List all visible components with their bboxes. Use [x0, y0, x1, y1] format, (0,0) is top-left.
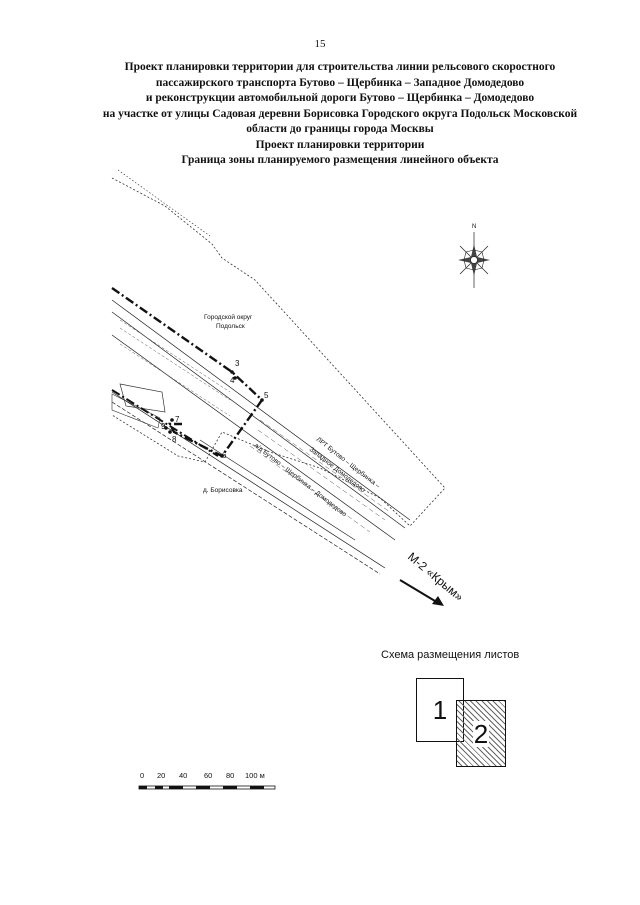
scale-label: 100 м	[245, 771, 265, 780]
compass-north-label: N	[472, 224, 476, 230]
planning-area-boundary	[111, 177, 446, 527]
point-6	[220, 454, 224, 458]
point-label-6: 6	[222, 451, 227, 460]
sheet-2-box: 2	[456, 700, 506, 767]
point-9	[164, 426, 168, 430]
point-7	[170, 418, 174, 422]
sheet-1-label: 1	[432, 694, 448, 725]
title-line-2: пассажирского транспорта Бутово – Щербин…	[155, 76, 525, 89]
title-line-4: на участке от улицы Садовая деревни Бори…	[102, 107, 578, 120]
boundary-points	[164, 370, 264, 458]
scale-label: 80	[226, 771, 235, 780]
village-label: д. Борисовка	[203, 487, 243, 494]
embankment-hatching	[119, 319, 391, 533]
point-8	[168, 430, 172, 434]
point-label-8: 8	[172, 435, 177, 444]
highway-label: М-2 «Крым»	[405, 550, 466, 605]
scale-label: 20	[157, 771, 166, 780]
title-line-5: области до границы города Москвы	[246, 123, 434, 135]
corridor-lines	[111, 299, 411, 575]
point-4	[233, 376, 237, 380]
scale-label: 0	[140, 771, 145, 780]
point-label-5: 5	[264, 391, 269, 400]
page-number: 15	[314, 38, 326, 50]
compass-rose-icon	[458, 232, 490, 288]
building-outline	[111, 393, 161, 429]
point-3	[230, 370, 234, 374]
point-label-7: 7	[175, 415, 180, 424]
document-title: Проект планировки территории для строите…	[40, 60, 640, 169]
scale-bar	[138, 785, 276, 790]
point-label-3: 3	[235, 359, 240, 368]
upper-boundary-line	[117, 169, 211, 237]
zone-boundary-lower	[111, 389, 219, 457]
district-label-2: Подольск	[216, 323, 245, 330]
scale-label: 40	[179, 771, 188, 780]
scale-label: 60	[204, 771, 213, 780]
sheet-layout-title: Схема размещения листов	[381, 649, 520, 661]
highway-direction-arrow	[399, 579, 444, 606]
district-label: Городской округ	[204, 313, 253, 321]
title-line-6: Проект планировки территории	[255, 138, 425, 151]
title-line-7: Граница зоны планируемого размещения лин…	[181, 154, 499, 166]
sheet-2-label: 2	[472, 718, 490, 749]
title-line-1: Проект планировки территории для строите…	[124, 61, 556, 73]
point-5	[260, 398, 264, 402]
building-outline	[119, 383, 166, 413]
title-line-3: и реконструкции автомобильной дороги Бут…	[145, 92, 535, 104]
point-label-9: 9	[161, 422, 166, 431]
point-label-4: 4	[230, 376, 235, 385]
